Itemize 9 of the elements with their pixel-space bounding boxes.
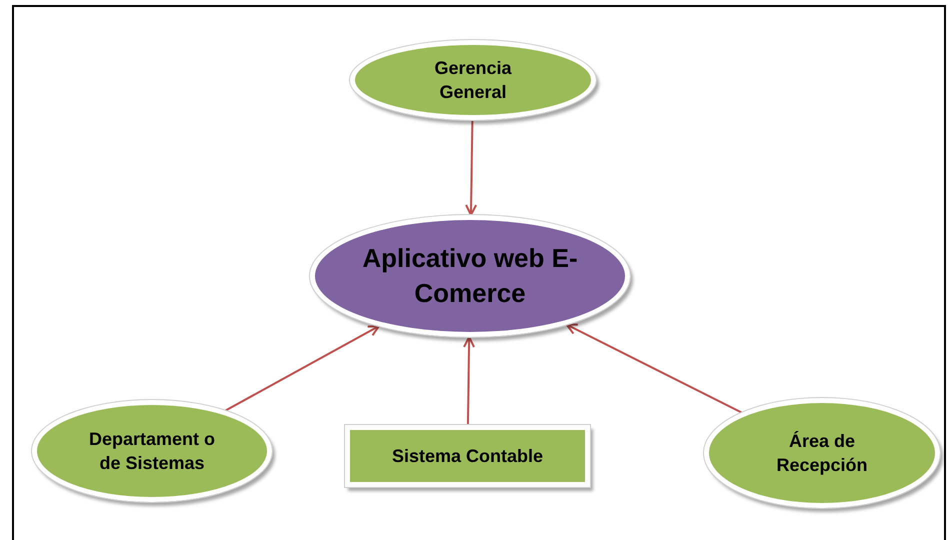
- node-label: Sistema Contable: [392, 444, 544, 468]
- node-label: Departament o de Sistemas: [88, 428, 216, 475]
- arrow: [465, 120, 478, 216]
- arrow: [224, 325, 380, 412]
- arrow: [463, 336, 476, 426]
- node-label: Aplicativo web E-Comerce: [361, 242, 579, 310]
- node-label: Área de Recepción: [775, 430, 869, 477]
- node-label: Gerencia General: [433, 56, 513, 104]
- arrow: [566, 324, 742, 414]
